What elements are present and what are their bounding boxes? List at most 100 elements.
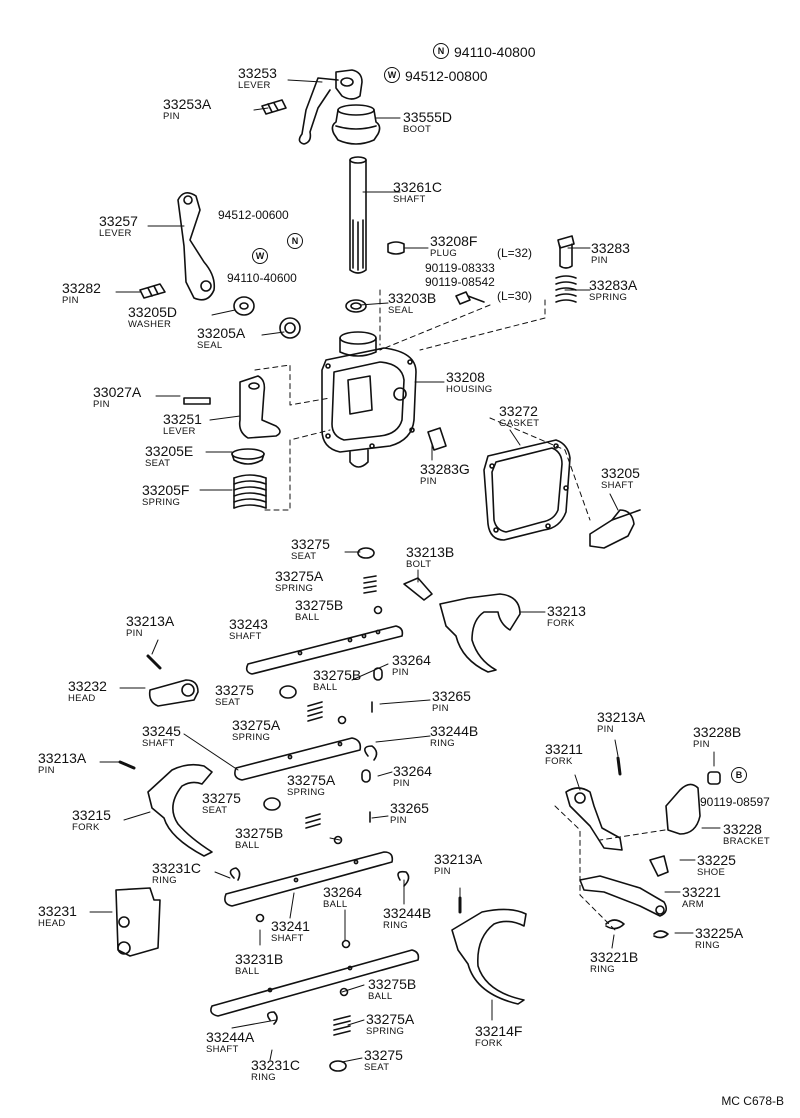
pin-33027a (183, 397, 211, 405)
part-label: 90119-08542 (425, 275, 495, 289)
seat-33275-bottom (329, 1060, 347, 1072)
ball-33231b (255, 913, 265, 923)
fork-33211 (565, 787, 623, 851)
pin-33213a-left (146, 654, 162, 670)
head-33232 (148, 679, 199, 707)
pin-33282 (139, 283, 166, 299)
ball-33275b (373, 605, 383, 615)
seal-33203b (345, 299, 367, 313)
figure-code: MC C678-B (721, 1094, 784, 1108)
housing-33208 (321, 331, 417, 468)
ref-code-94110-40800: 94110-40800 (454, 44, 536, 60)
seat-33205e (231, 448, 265, 465)
spring-33275a-bottom (333, 1015, 351, 1036)
ring-33244b-lower (397, 870, 410, 887)
fork-33213 (439, 593, 521, 673)
assembly-dashed-lines (254, 289, 666, 931)
n-symbol-icon-left: N (287, 233, 303, 249)
head-33231 (115, 887, 161, 957)
gasket-33272 (483, 439, 571, 541)
pin-33228b (707, 771, 721, 785)
lever-33251 (238, 375, 281, 439)
ball-33264 (341, 939, 351, 949)
pin-33213a-left2 (118, 760, 136, 770)
ring-33225a (653, 930, 669, 939)
seal-33205a (279, 317, 301, 339)
ring-33244b-upper (364, 745, 378, 761)
lever-33257 (177, 192, 216, 301)
bolt-90119 (455, 291, 485, 305)
n-symbol-icon: N (433, 43, 449, 59)
pin-33283 (557, 235, 575, 269)
part-label: 90119-08333 (425, 261, 495, 275)
spring-33205f (233, 474, 267, 509)
pin-33283g (427, 427, 447, 451)
ref-code-94512-00800: 94512-00800 (405, 68, 488, 84)
plug-33208f (387, 241, 405, 255)
spring-33275a-top (363, 575, 377, 594)
part-label: 94512-00600 (218, 208, 289, 222)
spring-33275a-lower (305, 813, 321, 829)
arm-33221 (579, 875, 668, 917)
bracket-33228 (665, 783, 701, 835)
shaft-33244a (210, 949, 420, 1017)
bolt-33213b (403, 577, 433, 601)
seat-33275-top (357, 547, 375, 559)
seat-33275-mid (279, 685, 297, 699)
shaft-33205 (589, 509, 641, 549)
part-label: (L=32) (497, 246, 533, 260)
w-symbol-icon-left: W (252, 248, 268, 264)
pin-33253a (261, 99, 287, 115)
seat-33275-lower (263, 797, 281, 811)
